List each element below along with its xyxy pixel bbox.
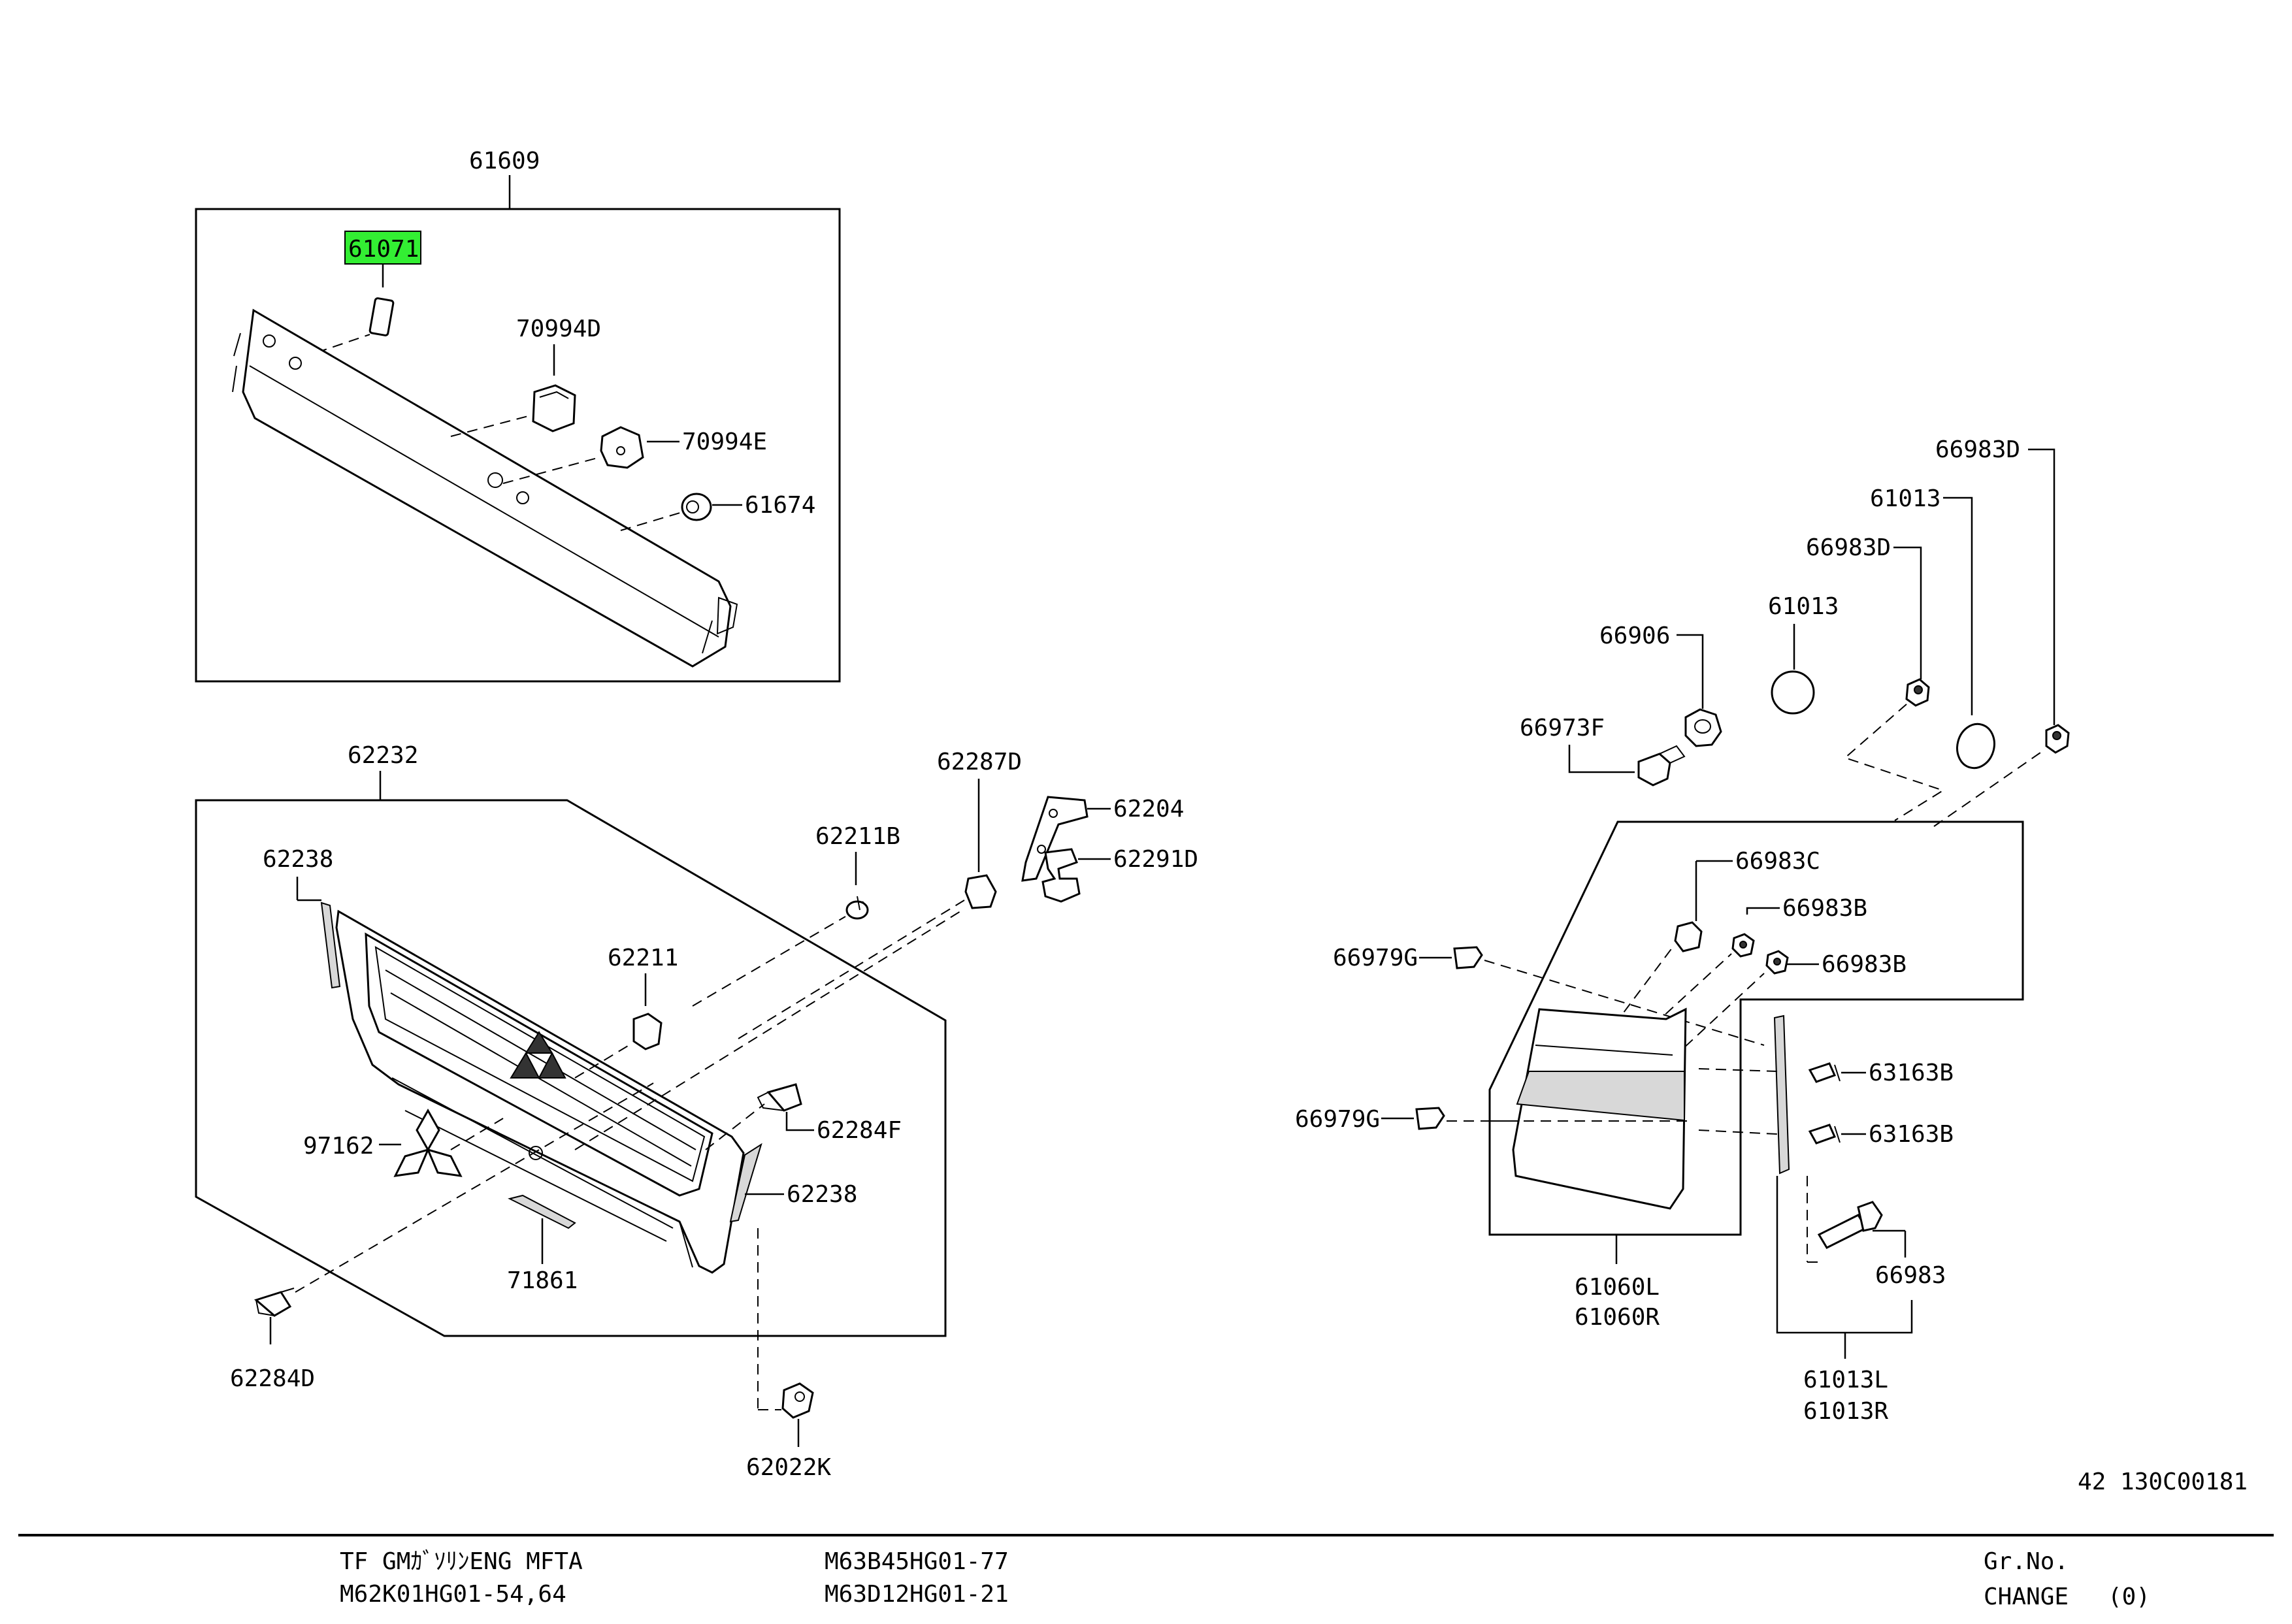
- frame-61609: [195, 208, 841, 683]
- label-61609[interactable]: 61609: [469, 148, 540, 174]
- part-62284F[interactable]: [766, 1083, 802, 1112]
- label-62232[interactable]: 62232: [348, 742, 418, 769]
- label-62287D[interactable]: 62287D: [937, 749, 1022, 775]
- label-70994D[interactable]: 70994D: [516, 316, 601, 342]
- part-66906[interactable]: [1684, 708, 1722, 747]
- part-71861[interactable]: [508, 1194, 576, 1229]
- part-63163B-b[interactable]: [1808, 1124, 1837, 1145]
- part-61013-cap-right[interactable]: [1952, 720, 1999, 772]
- part-66979G-b[interactable]: [1415, 1107, 1445, 1130]
- group-61609: 61609 61071 70994D 70994E 61674: [195, 148, 841, 683]
- part-62238-left[interactable]: [320, 901, 341, 989]
- part-62284D[interactable]: [254, 1291, 292, 1317]
- footer-change: CHANGE: [1984, 1583, 2069, 1610]
- label-63163B-a[interactable]: 63163B: [1869, 1060, 1954, 1086]
- label-62291D[interactable]: 62291D: [1113, 846, 1198, 873]
- part-63163B-a[interactable]: [1808, 1062, 1837, 1083]
- label-66983C[interactable]: 66983C: [1735, 848, 1820, 875]
- label-70994E[interactable]: 70994E: [682, 429, 767, 455]
- label-66979G-b[interactable]: 66979G: [1295, 1106, 1380, 1133]
- label-97162[interactable]: 97162: [303, 1133, 374, 1160]
- footer-gr-no: Gr.No.: [1984, 1548, 2069, 1575]
- label-62238-left[interactable]: 62238: [263, 846, 333, 873]
- label-62284F[interactable]: 62284F: [817, 1117, 902, 1144]
- label-66983D-top[interactable]: 66983D: [1935, 436, 2020, 463]
- label-62238-right[interactable]: 62238: [787, 1181, 857, 1208]
- frame-62232: [195, 799, 947, 1337]
- label-62022K[interactable]: 62022K: [746, 1454, 831, 1481]
- label-66983D-mid[interactable]: 66983D: [1806, 534, 1891, 561]
- part-66983C[interactable]: [1674, 921, 1703, 952]
- part-61674[interactable]: [681, 493, 712, 521]
- label-62211[interactable]: 62211: [608, 945, 678, 971]
- label-66979G-a[interactable]: 66979G: [1333, 945, 1418, 971]
- drawing-code: 42 130C00181: [2078, 1469, 2248, 1495]
- label-62211B[interactable]: 62211B: [815, 823, 900, 850]
- part-61013-cap-mid[interactable]: [1771, 670, 1815, 715]
- label-62204[interactable]: 62204: [1113, 796, 1184, 822]
- part-66979G-a[interactable]: [1453, 946, 1483, 969]
- label-66983B-a[interactable]: 66983B: [1782, 895, 1867, 922]
- part-66983-bolt[interactable]: [1817, 1214, 1868, 1249]
- highlight-61071: [344, 231, 421, 265]
- part-62291D[interactable]: [1041, 848, 1081, 903]
- label-61674[interactable]: 61674: [745, 492, 815, 519]
- part-upper-garnish[interactable]: [242, 308, 732, 668]
- label-61071[interactable]: 61071: [348, 236, 419, 263]
- part-62287D[interactable]: [964, 874, 997, 909]
- label-66973F[interactable]: 66973F: [1520, 715, 1605, 741]
- footer-change-value: (0): [2108, 1583, 2150, 1610]
- label-61013L[interactable]: 61013L: [1803, 1367, 1888, 1393]
- footer-model-line2: M62K01HG01-54,64: [340, 1581, 566, 1608]
- group-lamp: 66983D 61013 66983D 61013 66906 66973F: [1295, 436, 2070, 1425]
- footer-model-line1: TF GMｶﾞｿﾘﾝENG MFTA: [340, 1548, 583, 1575]
- label-63163B-b[interactable]: 63163B: [1869, 1121, 1954, 1148]
- footer-code-line1: M63B45HG01-77: [825, 1548, 1009, 1575]
- label-61013-mid[interactable]: 61013: [1768, 593, 1839, 620]
- part-62238-right[interactable]: [729, 1143, 762, 1223]
- label-71861[interactable]: 71861: [507, 1267, 578, 1294]
- label-61013-top[interactable]: 61013: [1870, 485, 1940, 512]
- label-66906[interactable]: 66906: [1599, 623, 1670, 649]
- label-66983[interactable]: 66983: [1875, 1262, 1946, 1289]
- footer-code-line2: M63D12HG01-21: [825, 1581, 1009, 1608]
- part-66973F[interactable]: [1637, 753, 1671, 787]
- part-61013-strip[interactable]: [1773, 1015, 1790, 1175]
- label-61013R[interactable]: 61013R: [1803, 1398, 1888, 1425]
- label-61060L[interactable]: 61060L: [1575, 1274, 1660, 1301]
- label-62284D[interactable]: 62284D: [230, 1365, 315, 1392]
- frame-61060: [1488, 820, 2024, 1236]
- footer: TF GMｶﾞｿﾘﾝENG MFTA M62K01HG01-54,64 M63B…: [340, 1548, 2150, 1610]
- part-grille-mesh[interactable]: [365, 932, 713, 1197]
- part-62211B[interactable]: [845, 900, 869, 920]
- part-61071-clip[interactable]: [368, 297, 395, 336]
- part-62211[interactable]: [632, 1013, 663, 1050]
- part-97162-emblem[interactable]: [393, 1108, 463, 1177]
- label-61060R[interactable]: 61060R: [1575, 1304, 1660, 1331]
- label-66983B-b[interactable]: 66983B: [1822, 951, 1907, 978]
- group-62232: 62232 62238 62238 62211B 62287D: [195, 742, 1198, 1481]
